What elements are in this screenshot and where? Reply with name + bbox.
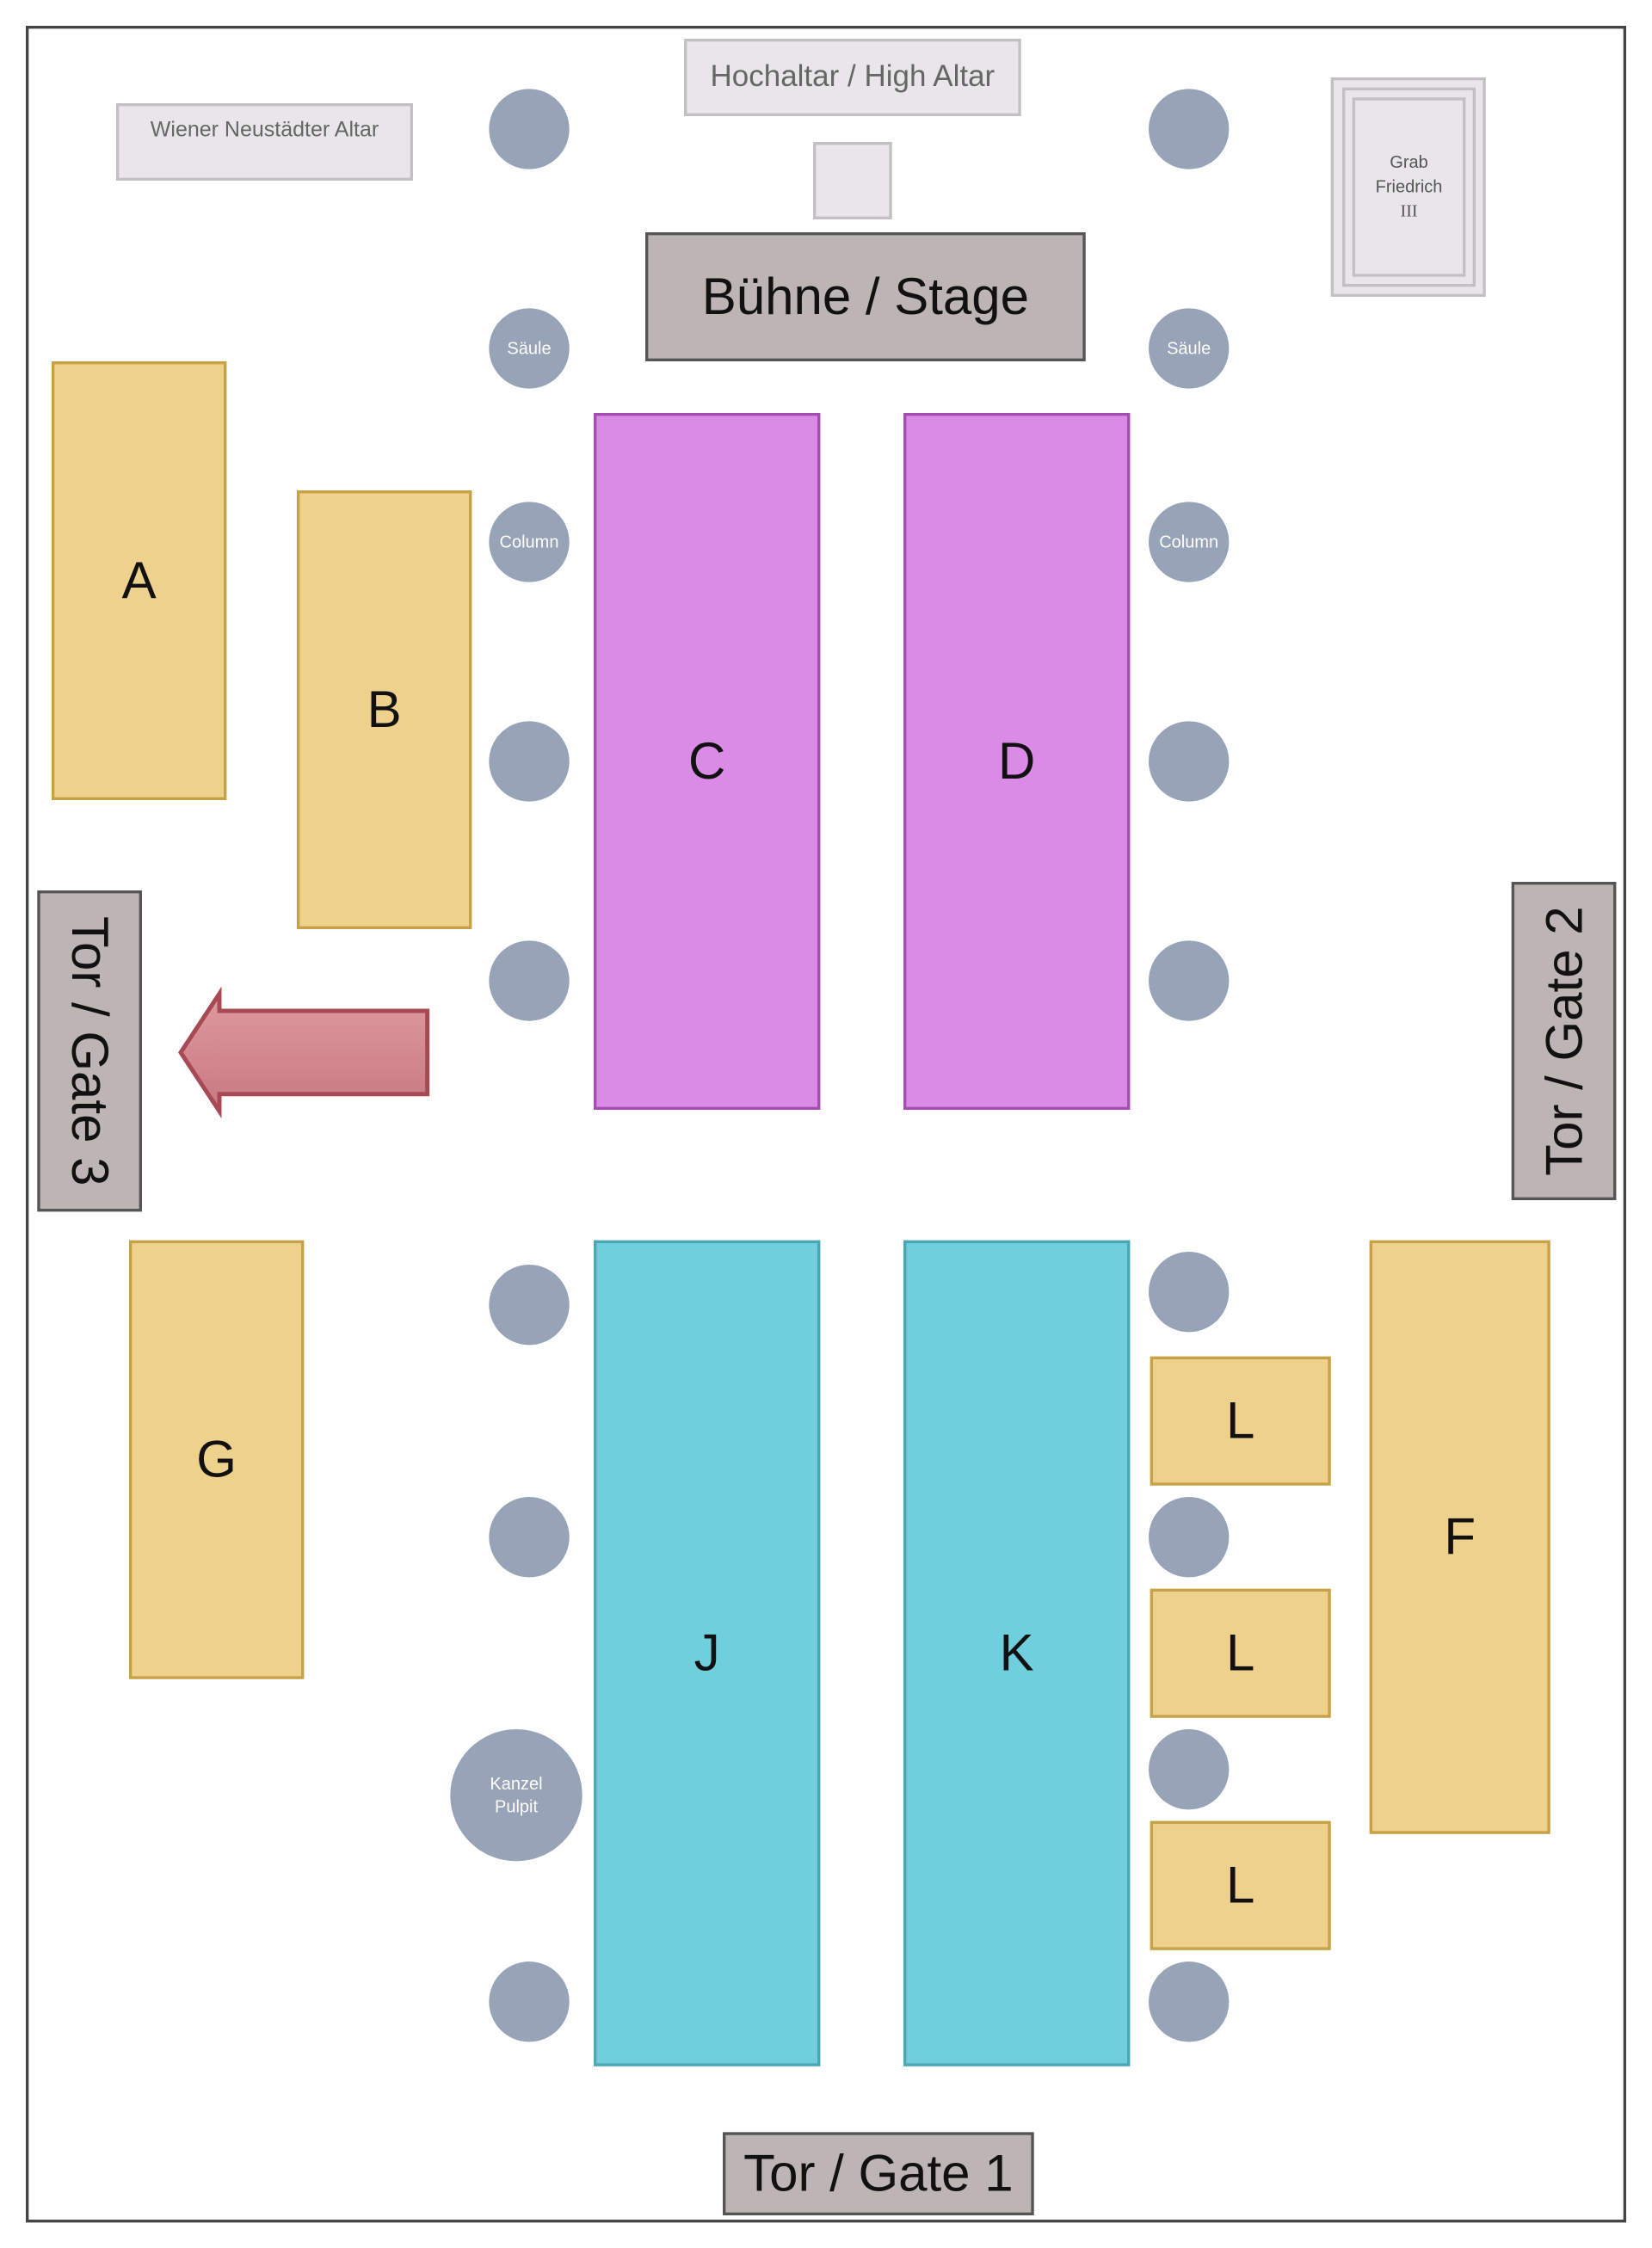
column-column: Column — [489, 502, 570, 582]
altar-table — [813, 142, 892, 220]
section-label: G — [196, 1429, 237, 1489]
section-label: J — [693, 1623, 720, 1683]
column-label: Column — [499, 532, 559, 552]
section-f[interactable]: F — [1369, 1240, 1550, 1834]
section-label: A — [121, 551, 157, 610]
column — [1149, 89, 1230, 169]
section-l[interactable]: L — [1150, 1356, 1331, 1486]
exit-arrow-icon — [178, 986, 430, 1119]
column-column: Column — [1149, 502, 1230, 582]
section-k[interactable]: K — [903, 1240, 1131, 2066]
gate-1-label: Tor / Gate 1 — [743, 2143, 1014, 2203]
section-label: C — [688, 731, 726, 791]
section-c[interactable]: C — [594, 413, 821, 1111]
column — [1149, 940, 1230, 1021]
gate-3[interactable]: Tor / Gate 3 — [37, 890, 143, 1212]
grab-friedrich-iii: Grab Friedrich III — [1330, 77, 1486, 298]
section-label: B — [367, 680, 402, 739]
stage-label: Bühne / Stage — [701, 267, 1030, 326]
column — [1149, 1497, 1230, 1578]
column — [489, 721, 570, 802]
pulpit: Kanzel Pulpit — [450, 1729, 583, 1862]
column-saeule: Säule — [489, 308, 570, 389]
wiener-altar-label: Wiener Neustädter Altar — [150, 117, 379, 143]
section-j[interactable]: J — [594, 1240, 821, 2066]
grab-label-2: Friedrich — [1375, 176, 1443, 197]
column-label: Säule — [507, 338, 552, 359]
section-d[interactable]: D — [903, 413, 1131, 1111]
column — [489, 89, 570, 169]
gate-2-label: Tor / Gate 2 — [1533, 906, 1593, 1176]
section-label: L — [1226, 1623, 1255, 1683]
pulpit-label: Pulpit — [494, 1796, 539, 1817]
kanzel-label: Kanzel — [490, 1773, 543, 1794]
wiener-neustaedter-altar: Wiener Neustädter Altar — [116, 103, 414, 182]
section-label: L — [1226, 1855, 1255, 1915]
column — [489, 1962, 570, 2042]
section-g[interactable]: G — [129, 1240, 305, 1679]
section-label: L — [1226, 1390, 1255, 1450]
column-label: Säule — [1167, 338, 1211, 359]
column — [1149, 1729, 1230, 1810]
high-altar-label: Hochaltar / High Altar — [710, 60, 996, 94]
column-label: Column — [1159, 532, 1219, 552]
gate-1[interactable]: Tor / Gate 1 — [723, 2132, 1034, 2216]
section-label: D — [998, 731, 1036, 791]
section-label: F — [1444, 1506, 1476, 1567]
column-saeule: Säule — [1149, 308, 1230, 389]
section-label: K — [999, 1623, 1034, 1683]
section-l[interactable]: L — [1150, 1820, 1331, 1950]
gate-2[interactable]: Tor / Gate 2 — [1511, 882, 1617, 1201]
gate-3-label: Tor / Gate 3 — [60, 915, 120, 1186]
high-altar: Hochaltar / High Altar — [684, 39, 1021, 117]
column — [1149, 1252, 1230, 1333]
grab-label-3: III — [1400, 200, 1418, 221]
stage[interactable]: Bühne / Stage — [645, 232, 1086, 362]
hall-outline — [26, 26, 1627, 2223]
section-b[interactable]: B — [297, 490, 472, 930]
column — [489, 940, 570, 1021]
column — [489, 1265, 570, 1346]
section-l[interactable]: L — [1150, 1588, 1331, 1718]
column — [1149, 721, 1230, 802]
column — [1149, 1962, 1230, 2042]
grab-label-1: Grab — [1390, 152, 1428, 173]
column — [489, 1497, 570, 1578]
section-a[interactable]: A — [52, 361, 227, 801]
